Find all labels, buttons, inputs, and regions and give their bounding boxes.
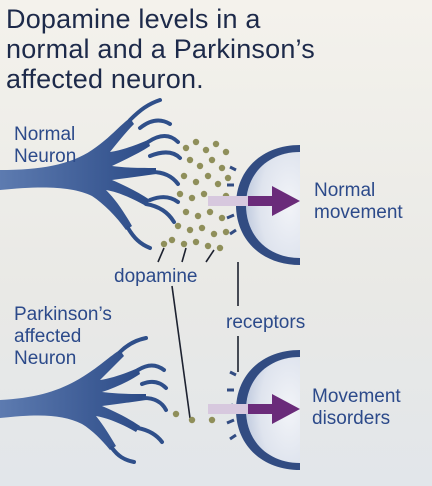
diagram-title: Dopamine levels in a normal and a Parkin…	[6, 4, 426, 94]
dopamine-dot	[214, 180, 222, 188]
dopamine-dot	[188, 194, 196, 202]
dopamine-dot	[186, 226, 194, 234]
arrow-shaft	[248, 404, 274, 414]
normal-dopamine-cloud	[160, 138, 232, 252]
dopamine-dot	[194, 212, 202, 220]
normal-movement-label: Normal movement	[314, 180, 403, 224]
normal-neuron-axon	[0, 118, 156, 230]
arrow-shaft-light	[208, 196, 248, 206]
branch	[146, 134, 180, 144]
dopamine-dot	[186, 156, 194, 164]
dopamine-leader-long	[171, 285, 191, 419]
dopamine-dot	[200, 190, 208, 198]
dopamine-dot	[180, 172, 188, 180]
dopamine-dot	[212, 140, 220, 148]
arrow-head	[272, 394, 300, 424]
dopamine-dot	[208, 156, 216, 164]
label-line: Normal	[14, 124, 76, 145]
branch	[136, 426, 164, 444]
title-line: affected neuron.	[6, 64, 204, 94]
parkinsons-neuron-body	[0, 350, 146, 450]
dopamine-dot	[182, 208, 190, 216]
leader-lines	[157, 247, 239, 419]
label-line: movement	[314, 202, 403, 223]
label-line: Movement	[312, 386, 401, 407]
label-line: disorders	[312, 408, 391, 429]
branch	[110, 446, 136, 464]
dopamine-dot	[182, 144, 190, 152]
branch	[144, 202, 176, 224]
arrow-head	[272, 186, 300, 216]
dopamine-dot	[192, 238, 200, 246]
dopamine-dot	[202, 146, 210, 154]
normal-neuron-body	[0, 118, 156, 230]
branch	[142, 396, 168, 412]
dopamine-dot	[218, 164, 226, 172]
dopamine-dot	[208, 416, 216, 424]
branch	[136, 363, 166, 372]
branch	[148, 150, 182, 160]
dopamine-dot	[204, 242, 212, 250]
right-arrow-icon	[208, 394, 300, 424]
branch	[128, 98, 162, 122]
dopamine-dot	[172, 410, 180, 418]
dopamine-dot	[192, 178, 200, 186]
dopamine-dot	[198, 224, 206, 232]
right-arrow-icon	[208, 186, 300, 216]
dopamine-dot	[160, 240, 168, 248]
dopamine-dot	[174, 222, 182, 230]
branch	[118, 336, 148, 354]
movement-disorders-label: Movement disorders	[312, 386, 401, 430]
parkinsons-neuron-axon	[0, 350, 146, 450]
branch	[126, 226, 152, 250]
parkinsons-dopamine-dots	[172, 410, 216, 424]
dopamine-dot	[222, 148, 230, 156]
normal-neuron-branches	[126, 98, 182, 250]
dopamine-dot	[210, 230, 218, 238]
dopamine-dot	[180, 240, 188, 248]
branch	[138, 118, 172, 130]
dopamine-dot	[222, 228, 230, 236]
dopamine-dot	[168, 236, 176, 244]
dopamine-label: dopamine	[114, 266, 198, 287]
dopamine-leader	[157, 247, 165, 263]
parkinsons-neuron-branches	[110, 336, 168, 464]
label-line: Normal	[314, 180, 376, 201]
branch	[150, 170, 180, 186]
dopamine-dot	[196, 162, 204, 170]
dopamine-dot	[216, 244, 224, 252]
dopamine-dot	[218, 214, 226, 222]
label-line: Neuron	[14, 348, 77, 369]
label-line: Neuron	[14, 146, 77, 167]
dopamine-dot	[192, 138, 200, 146]
dopamine-dot	[206, 208, 214, 216]
title-line: Dopamine levels in a	[6, 4, 261, 34]
branch	[148, 195, 180, 204]
parkinsons-neuron-label: Parkinson’s affected Neuron	[14, 304, 112, 370]
dopamine-dot	[176, 190, 184, 198]
dopamine-leader	[205, 249, 215, 263]
label-line: Parkinson’s	[14, 304, 112, 325]
dopamine-dot	[188, 416, 196, 424]
dopamine-dot	[224, 174, 232, 182]
arrow-shaft-light	[208, 404, 248, 414]
normal-neuron-label: Normal Neuron	[14, 124, 76, 168]
arrow-shaft	[248, 196, 274, 206]
dopamine-dot	[204, 172, 212, 180]
branch	[140, 379, 168, 390]
label-line: affected	[14, 326, 82, 347]
receptors-label: receptors	[226, 312, 306, 333]
title-line: normal and a Parkinson’s	[6, 34, 315, 64]
dopamine-leader	[181, 247, 187, 263]
